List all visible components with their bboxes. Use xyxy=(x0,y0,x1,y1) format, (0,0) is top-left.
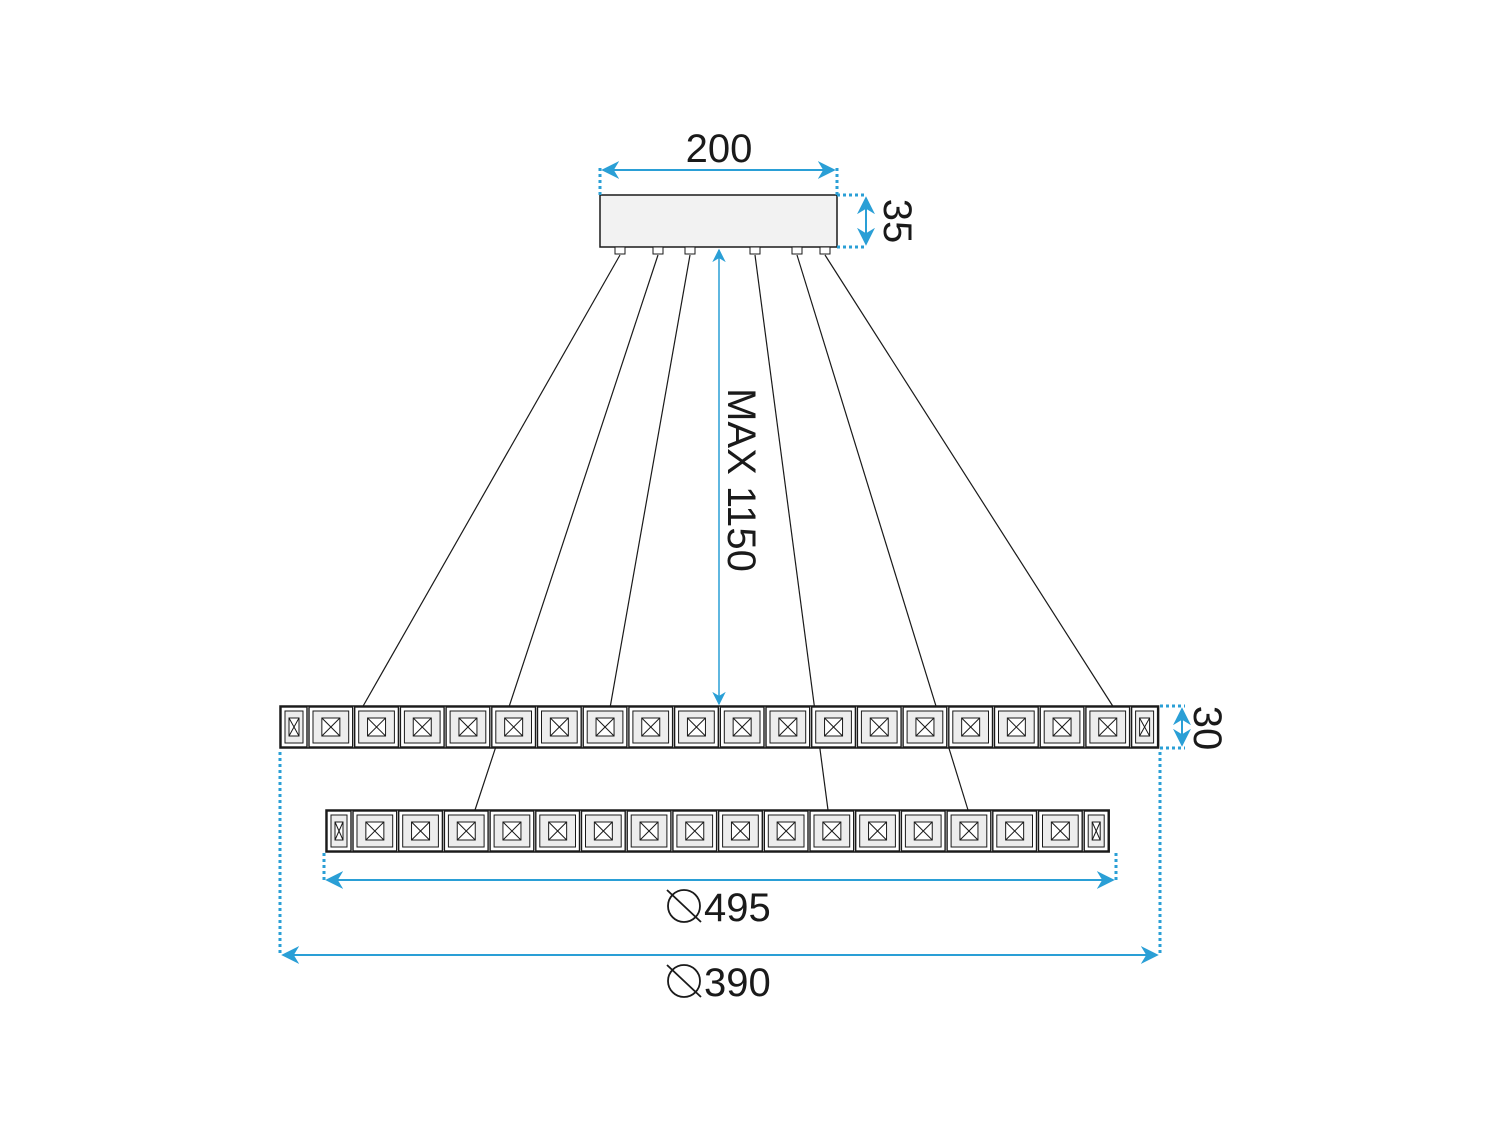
crystal-block xyxy=(900,810,946,852)
crystal-block xyxy=(717,810,763,852)
crystal-block xyxy=(491,706,537,748)
outer-diameter-label: 390 xyxy=(704,961,771,1005)
crystal-block xyxy=(811,706,857,748)
diameter-icon xyxy=(666,889,702,923)
crystal-block xyxy=(1085,706,1131,748)
dimension-lines xyxy=(278,161,1191,964)
inner-diameter-label: 495 xyxy=(704,886,771,930)
crystal-block xyxy=(855,810,901,852)
crystal-block xyxy=(672,810,718,852)
canopy-clamps xyxy=(614,246,831,255)
crystal-block xyxy=(443,810,489,852)
canopy-width-label: 200 xyxy=(686,127,753,171)
crystal-block xyxy=(1130,706,1159,748)
ring-height-label: 30 xyxy=(1185,706,1229,751)
inner-diameter-annotation: 495 xyxy=(666,886,771,930)
crystal-block xyxy=(993,706,1039,748)
clamp xyxy=(749,246,761,255)
crystal-block xyxy=(536,706,582,748)
max-length-label: MAX 1150 xyxy=(719,388,763,572)
diameter-icon xyxy=(666,964,702,998)
crystal-block xyxy=(398,810,444,852)
crystal-block xyxy=(626,810,672,852)
crystal-block xyxy=(489,810,535,852)
crystal-block xyxy=(1037,810,1083,852)
wire xyxy=(361,254,621,709)
crystal-block xyxy=(280,706,308,748)
crystal-block xyxy=(673,706,719,748)
crystal-block xyxy=(809,810,855,852)
canopy-body xyxy=(599,194,838,248)
outer-ring xyxy=(279,705,1160,749)
canopy-height-label: 35 xyxy=(875,199,919,244)
crystal-block xyxy=(1083,810,1109,852)
clamp xyxy=(819,246,831,255)
crystal-block xyxy=(445,706,491,748)
crystal-block xyxy=(856,706,902,748)
suspension-wires xyxy=(361,254,1115,811)
crystal-block xyxy=(326,810,352,852)
crystal-block xyxy=(399,706,445,748)
crystal-block xyxy=(535,810,581,852)
crystal-block xyxy=(948,706,994,748)
crystal-block xyxy=(354,706,400,748)
clamp xyxy=(652,246,664,255)
clamp xyxy=(614,246,626,255)
crystal-block xyxy=(902,706,948,748)
wire xyxy=(824,254,1115,709)
crystal-block xyxy=(308,706,354,748)
crystal-block xyxy=(992,810,1038,852)
crystal-block xyxy=(580,810,626,852)
crystal-block xyxy=(582,706,628,748)
crystal-block xyxy=(763,810,809,852)
outer-diameter-annotation: 390 xyxy=(666,961,771,1005)
inner-ring xyxy=(325,809,1110,853)
wire xyxy=(609,254,691,709)
crystal-block xyxy=(1039,706,1085,748)
clamp xyxy=(791,246,803,255)
crystal-block xyxy=(352,810,398,852)
canopy xyxy=(599,194,838,255)
crystal-block xyxy=(628,706,674,748)
clamp xyxy=(684,246,696,255)
crystal-block xyxy=(946,810,992,852)
crystal-block xyxy=(719,706,765,748)
crystal-block xyxy=(765,706,811,748)
